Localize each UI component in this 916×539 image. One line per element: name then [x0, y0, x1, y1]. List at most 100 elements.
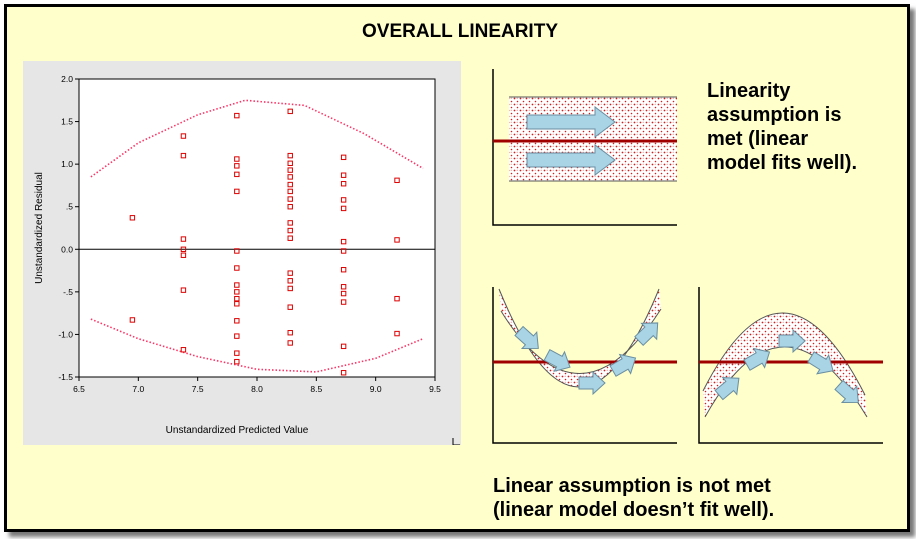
- residual-point: [234, 289, 240, 295]
- residual-point: [340, 343, 347, 350]
- residual-point: [287, 160, 293, 166]
- x-tick-label: 8.5: [310, 384, 322, 394]
- residual-point: [340, 197, 347, 203]
- u-arrow-icon: [514, 325, 539, 350]
- residual-point: [287, 167, 293, 173]
- residual-point: [287, 227, 293, 234]
- residual-point: [180, 152, 187, 159]
- inverted-u-arrow-icon: [743, 347, 771, 371]
- slide-title: OVERALL LINEARITY: [362, 21, 558, 42]
- residual-point: [340, 205, 347, 212]
- residual-point: [234, 295, 240, 302]
- residual-point: [234, 350, 240, 356]
- u-arrow-icon: [609, 353, 637, 377]
- met-band: [509, 97, 677, 181]
- residual-point: [234, 188, 240, 195]
- x-tick-label: 7.0: [132, 384, 144, 394]
- residual-point: [180, 252, 187, 258]
- residual-point: [287, 270, 293, 276]
- residual-point: [287, 196, 293, 202]
- residual-point: [287, 204, 293, 210]
- residual-point: [287, 174, 293, 180]
- residual-point: [287, 181, 293, 188]
- residual-point: [340, 370, 347, 376]
- residual-scatter-plot: 6.5 7.0 7.5 8.0 8.5 9.0 9.5 2.0 1.5 1.0 .5 0.0 -.5 -1…: [34, 74, 460, 445]
- u-axes: [492, 287, 677, 444]
- u-arrow-icon: [578, 370, 606, 396]
- resize-corner-icon: [452, 438, 460, 445]
- residual-point: [287, 108, 293, 115]
- residual-point: [234, 301, 240, 307]
- u-arrow-icon: [543, 349, 571, 373]
- residual-point: [234, 333, 240, 339]
- residual-point: [234, 358, 240, 365]
- u-arrow-icon: [634, 322, 659, 347]
- linearity-not-met-u-diagram: [492, 287, 677, 444]
- residual-point: [394, 177, 400, 184]
- residual-point: [287, 235, 293, 241]
- residual-point: [394, 237, 400, 243]
- not-met-label: Linear assumption is not met (linear mod…: [493, 475, 775, 521]
- residual-point: [180, 347, 187, 353]
- x-axis-label: Unstandardized Predicted Value: [166, 425, 309, 436]
- y-tick-label: -1.0: [58, 329, 73, 339]
- residual-point: [340, 299, 347, 305]
- linearity-not-met-inverted-u-diagram: [698, 287, 883, 444]
- x-tick-label: 6.5: [73, 384, 85, 394]
- residual-plot-panel: 6.5 7.0 7.5 8.0 8.5 9.0 9.5 2.0 1.5 1.0 .5 0.0 -.5 -1…: [23, 61, 461, 445]
- residual-point: [234, 318, 240, 324]
- x-tick-label: 9.0: [370, 384, 382, 394]
- residual-point: [129, 317, 136, 323]
- residual-point: [340, 290, 347, 297]
- residual-point: [394, 295, 400, 302]
- residual-point: [340, 248, 347, 254]
- residual-point: [234, 112, 240, 119]
- residual-point: [287, 285, 293, 292]
- y-tick-label: -1.5: [58, 372, 73, 382]
- residual-point: [340, 284, 347, 290]
- y-tick-label: .5: [66, 202, 73, 212]
- residual-point: [394, 330, 400, 337]
- inverted-u-arrow-icon: [807, 351, 834, 375]
- x-tick-label: 9.5: [429, 384, 441, 394]
- residual-point: [180, 287, 187, 293]
- residual-point: [180, 236, 187, 242]
- y-tick-label: 1.5: [61, 117, 73, 127]
- residual-point: [287, 152, 293, 159]
- residual-point: [340, 267, 347, 273]
- slide-frame: OVERALL LINEARITY 6.5 7.0 7.5 8.0 8.5 9.0 9.5 2…: [4, 4, 910, 532]
- y-tick-label: 1.0: [61, 159, 73, 169]
- y-tick-label: 0.0: [61, 244, 73, 254]
- x-tick-label: 7.5: [192, 384, 204, 394]
- residual-point: [234, 265, 240, 271]
- residual-point: [287, 330, 293, 336]
- residual-point: [180, 133, 187, 139]
- residual-point: [340, 181, 347, 187]
- upper-envelope-curve: [90, 99, 424, 178]
- inverted-u-band-upper-edge: [702, 312, 866, 396]
- y-tick-label: -.5: [63, 287, 73, 297]
- residual-point: [287, 304, 293, 310]
- inverted-u-arrow-icon: [778, 328, 806, 354]
- y-tick-label: 2.0: [61, 74, 73, 84]
- met-axes: [492, 69, 677, 226]
- residual-point: [340, 172, 347, 178]
- residual-point: [234, 282, 240, 288]
- linearity-met-diagram: [492, 69, 677, 226]
- inverted-u-arrow-icon: [834, 379, 859, 404]
- plot-area: [78, 78, 436, 378]
- inverted-u-arrow-icon: [714, 377, 740, 401]
- residual-point: [129, 215, 136, 221]
- residual-point: [234, 171, 240, 178]
- lower-envelope-curve: [90, 318, 424, 373]
- residual-point: [287, 278, 293, 284]
- met-arrow-icon: [526, 106, 616, 138]
- residual-point: [234, 163, 240, 169]
- residual-point: [340, 238, 347, 245]
- y-axis-label: Unstandardized Residual: [34, 172, 45, 284]
- x-tick-label: 8.0: [251, 384, 263, 394]
- residual-point: [287, 188, 293, 195]
- inverted-u-axes: [698, 287, 883, 444]
- residual-point: [340, 154, 347, 161]
- residual-point: [234, 156, 240, 162]
